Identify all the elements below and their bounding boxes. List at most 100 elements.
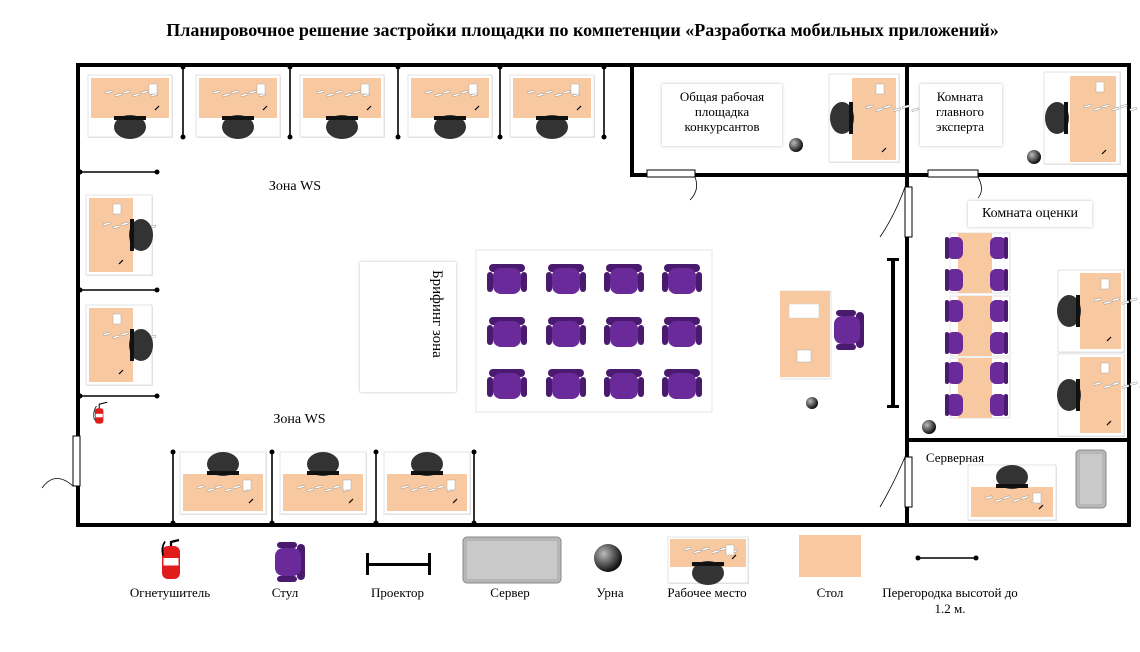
partition-top-4 <box>497 64 503 140</box>
wall-chief-left <box>905 63 909 527</box>
legend-projector-icon <box>366 553 431 575</box>
legend-server-icon <box>462 536 562 584</box>
workstation-server <box>967 464 1057 521</box>
briefing-chair-6 <box>546 317 586 347</box>
legend-extinguisher-label: Огнетушитель <box>129 585 211 600</box>
common-work-box <box>662 84 782 146</box>
briefing-zone-label: Брифинг зона <box>429 270 445 358</box>
assessment-chair-3 <box>945 300 963 322</box>
projector-screen-cap-bottom <box>887 405 899 408</box>
briefing-chair-3 <box>604 264 644 294</box>
outer-wall-bottom <box>76 523 1131 527</box>
assessment-chair-1 <box>945 237 963 259</box>
briefing-chair-4 <box>662 264 702 294</box>
assessment-chair-10 <box>990 332 1008 354</box>
legend-table-icon <box>799 535 861 577</box>
presenter-chair <box>834 310 864 350</box>
workstation-left-1 <box>85 194 157 276</box>
legend-extinguisher-icon <box>161 538 180 579</box>
briefing-chair-12 <box>662 369 702 399</box>
assessment-chair-8 <box>990 269 1008 291</box>
wall-server-top <box>905 438 1130 442</box>
assessment-chair-4 <box>945 332 963 354</box>
briefing-zone-box <box>360 262 456 392</box>
briefing-chair-10 <box>546 369 586 399</box>
legend-server-label: Сервер <box>490 585 530 600</box>
assessment-chair-5 <box>945 362 963 384</box>
bin-common <box>789 138 803 152</box>
door-assessment <box>879 186 913 238</box>
briefing-chair-11 <box>604 369 644 399</box>
workstation-top-1 <box>87 74 173 139</box>
assessment-chair-2 <box>945 269 963 291</box>
projector-screen-cap-top <box>887 258 899 261</box>
assessment-chair-7 <box>990 237 1008 259</box>
workstation-top-3 <box>299 74 385 139</box>
partition-bottom-1 <box>170 449 176 526</box>
assessment-chair-6 <box>945 394 963 416</box>
partition-bottom-2 <box>269 449 275 526</box>
workstation-top-4 <box>407 74 493 139</box>
briefing-chair-2 <box>546 264 586 294</box>
partition-bottom-4 <box>471 449 477 526</box>
server-room-label: Серверная <box>925 450 985 465</box>
workstation-assess-1 <box>1057 269 1140 353</box>
chief-expert-label: Комната главного эксперта <box>935 89 985 134</box>
assessment-chair-9 <box>990 300 1008 322</box>
legend-bin-icon <box>594 544 622 572</box>
legend-partition-icon <box>915 555 979 561</box>
assessment-label: Комната оценки <box>968 201 1092 227</box>
bin-briefing <box>806 397 818 409</box>
assessment-table-column <box>949 232 1011 419</box>
legend-chair-icon <box>275 542 305 582</box>
partition-top-5 <box>601 64 607 140</box>
briefing-chair-7 <box>604 317 644 347</box>
partition-left-1 <box>77 169 160 175</box>
briefing-area-outline <box>475 249 713 413</box>
door-left-entrance <box>41 435 81 489</box>
workstation-top-5 <box>509 74 595 139</box>
assessment-chair-11 <box>990 362 1008 384</box>
common-work-label: Общая рабочая площадка конкурсантов <box>679 89 765 134</box>
briefing-chair-8 <box>662 317 702 347</box>
partition-top-2 <box>287 64 293 140</box>
briefing-chair-5 <box>487 317 527 347</box>
door-chief <box>927 169 982 199</box>
door-common <box>646 169 698 201</box>
partition-top-1 <box>180 64 186 140</box>
presenter-desk <box>780 290 832 380</box>
legend-chair-label: Стул <box>271 585 299 600</box>
assessment-chair-12 <box>990 394 1008 416</box>
partition-bottom-3 <box>373 449 379 526</box>
projector-screen <box>891 258 895 408</box>
partition-top-3 <box>395 64 401 140</box>
wall-common-bottom <box>630 173 1130 177</box>
workstation-bottom-3 <box>383 451 471 515</box>
workstation-left-2 <box>85 304 157 386</box>
legend-workstation-label: Рабочее место <box>667 585 747 600</box>
zone-ws-bottom-label: Зона WS <box>252 405 347 435</box>
workstation-assess-2 <box>1057 353 1140 437</box>
workstation-top-2 <box>195 74 281 139</box>
outer-wall-right <box>1127 63 1131 527</box>
legend-bin-label: Урна <box>596 585 624 600</box>
legend-partition-label: Перегородка высотой до 1.2 м. <box>882 585 1018 616</box>
zone-ws-top-label: Зона WS <box>250 172 340 202</box>
chief-expert-box <box>920 84 1002 146</box>
partition-left-3 <box>77 393 160 399</box>
workstation-chief <box>1043 71 1138 165</box>
briefing-chair-1 <box>487 264 527 294</box>
page-title: Планировочное решение застройки площадки… <box>166 20 999 40</box>
workstation-common <box>828 73 920 163</box>
server-unit <box>1075 449 1107 509</box>
legend-projector-label: Проектор <box>371 585 424 600</box>
partition-left-2 <box>77 287 160 293</box>
outer-wall-left <box>76 63 80 527</box>
wall-common-left <box>630 63 634 177</box>
bin-assessment <box>922 420 936 434</box>
bin-chief <box>1027 150 1041 164</box>
briefing-chair-9 <box>487 369 527 399</box>
legend-workstation-icon <box>667 536 749 585</box>
door-server <box>879 456 913 508</box>
